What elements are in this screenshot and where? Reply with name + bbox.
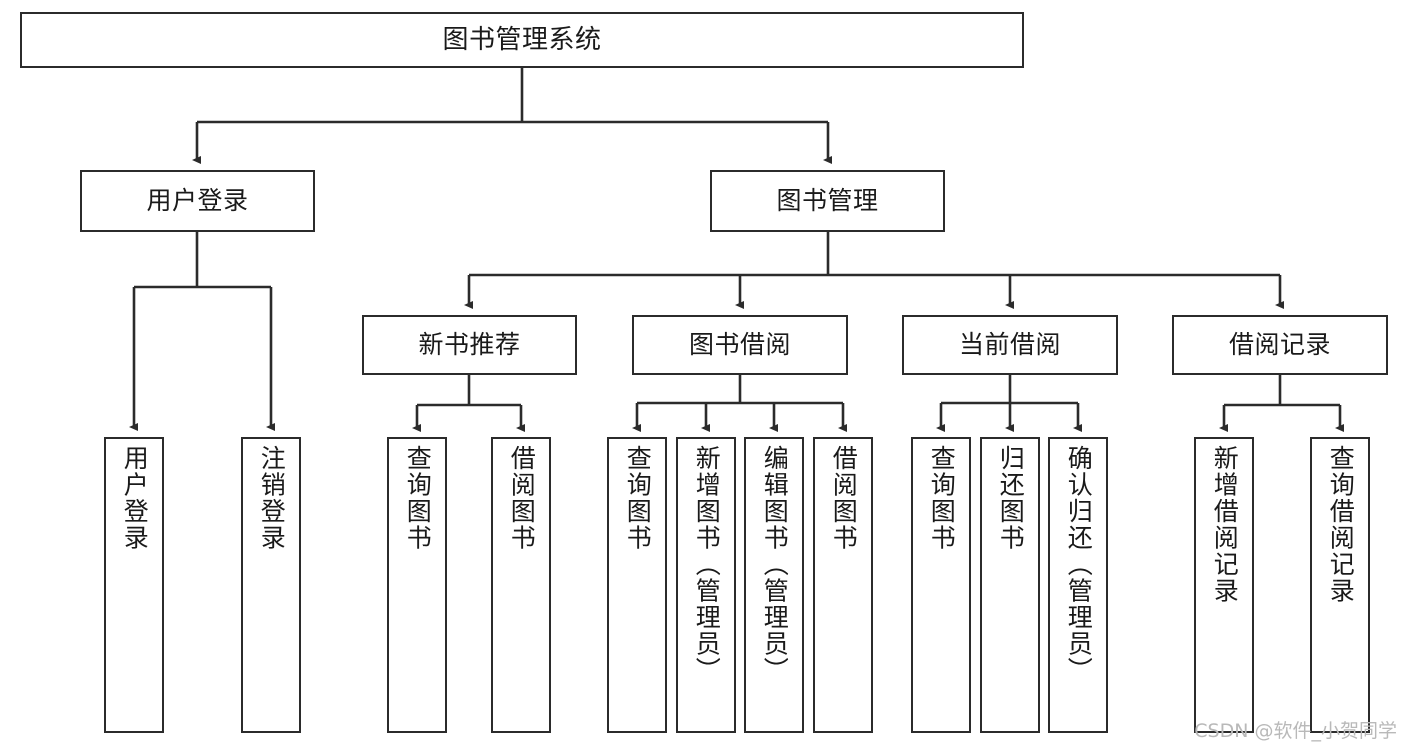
node-new-book-recommend[interactable]: 新书推荐: [362, 315, 577, 375]
node-label: 借阅图书: [507, 445, 537, 551]
node-label: 注销登录: [257, 445, 287, 551]
leaf-query-book-1[interactable]: 查询图书: [387, 437, 447, 733]
node-label: 图书管理系统: [442, 24, 602, 55]
node-user-login[interactable]: 用户登录: [80, 170, 315, 232]
leaf-return-book[interactable]: 归还图书: [980, 437, 1040, 733]
node-label: 新书推荐: [418, 330, 521, 360]
node-current-borrow[interactable]: 当前借阅: [902, 315, 1118, 375]
node-label: 确认归还（管理员）: [1064, 445, 1094, 684]
node-root-system[interactable]: 图书管理系统: [20, 12, 1024, 68]
node-label: 查询图书: [623, 445, 653, 551]
node-label: 新增借阅记录: [1210, 445, 1240, 604]
node-book-manage[interactable]: 图书管理: [710, 170, 945, 232]
node-book-borrow[interactable]: 图书借阅: [632, 315, 848, 375]
leaf-borrow-book-2[interactable]: 借阅图书: [813, 437, 873, 733]
leaf-query-record[interactable]: 查询借阅记录: [1310, 437, 1370, 733]
node-label: 查询借阅记录: [1326, 445, 1356, 604]
leaf-add-book[interactable]: 新增图书（管理员）: [676, 437, 736, 733]
node-label: 查询图书: [927, 445, 957, 551]
node-label: 图书借阅: [688, 330, 791, 360]
node-label: 用户登录: [120, 445, 150, 551]
leaf-add-record[interactable]: 新增借阅记录: [1194, 437, 1254, 733]
node-label: 查询图书: [403, 445, 433, 551]
leaf-edit-book[interactable]: 编辑图书（管理员）: [744, 437, 804, 733]
leaf-confirm-return[interactable]: 确认归还（管理员）: [1048, 437, 1108, 733]
leaf-user-logout[interactable]: 注销登录: [241, 437, 301, 733]
node-label: 归还图书: [996, 445, 1026, 551]
node-label: 当前借阅: [958, 330, 1061, 360]
node-borrow-record[interactable]: 借阅记录: [1172, 315, 1388, 375]
leaf-user-login[interactable]: 用户登录: [104, 437, 164, 733]
node-label: 借阅记录: [1228, 330, 1331, 360]
node-label: 借阅图书: [829, 445, 859, 551]
leaf-borrow-book-1[interactable]: 借阅图书: [491, 437, 551, 733]
node-label: 新增图书（管理员）: [692, 445, 722, 684]
watermark: CSDN @软件_小贺同学: [1194, 720, 1397, 742]
node-label: 用户登录: [146, 186, 249, 216]
leaf-query-book-2[interactable]: 查询图书: [607, 437, 667, 733]
leaf-query-book-3[interactable]: 查询图书: [911, 437, 971, 733]
node-label: 编辑图书（管理员）: [760, 445, 790, 684]
node-label: 图书管理: [776, 186, 879, 216]
